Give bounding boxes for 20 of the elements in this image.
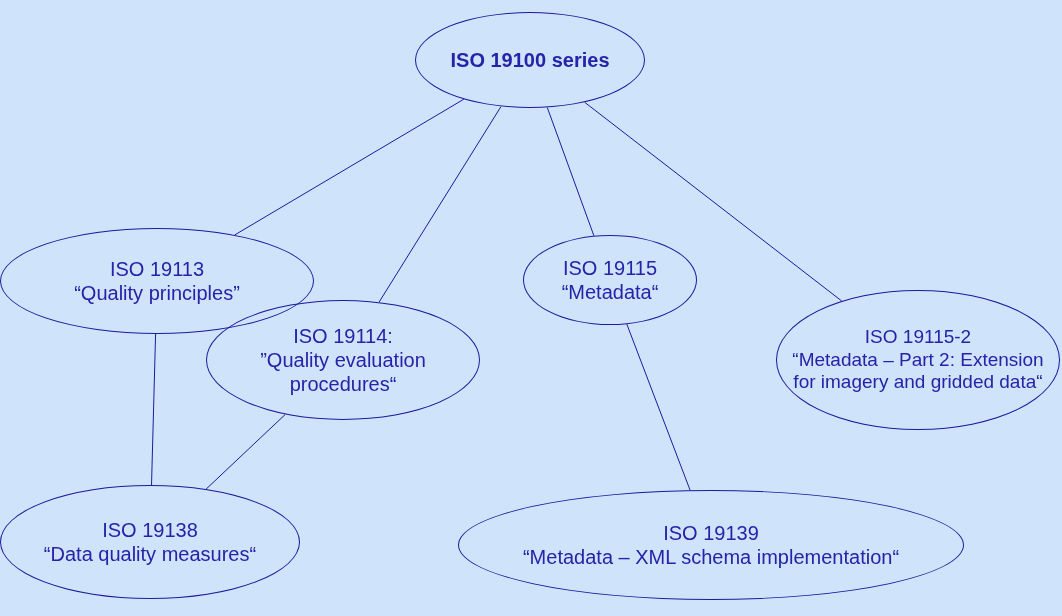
connector-line <box>205 413 286 490</box>
node-title: ISO 19138 <box>102 518 198 542</box>
node-description: “Metadata – XML schema implementation“ <box>522 545 900 569</box>
node-title: ISO 19139 <box>663 521 759 545</box>
connector-line <box>234 98 465 236</box>
node-title: ISO 19115 <box>562 256 658 280</box>
node-description: “Metadata“ <box>561 280 659 304</box>
node-description: “Data quality measures“ <box>43 542 257 566</box>
connector-line <box>584 101 843 302</box>
node-description: ”Quality evaluation procedures“ <box>259 348 427 396</box>
connector-line <box>378 105 502 303</box>
node-title: ISO 19113 <box>109 257 205 281</box>
node-title: ISO 19114: <box>293 324 393 348</box>
node-title: ISO 19115-2 <box>864 325 972 349</box>
connector-line <box>546 106 595 237</box>
node-description: “Quality principles” <box>74 281 240 305</box>
node-description: “Metadata – Part 2: Extension for imagery and gridded data“ <box>791 348 1045 395</box>
connector-line <box>151 333 157 486</box>
node-title: ISO 19100 series <box>450 48 610 72</box>
connector-line <box>626 323 691 491</box>
